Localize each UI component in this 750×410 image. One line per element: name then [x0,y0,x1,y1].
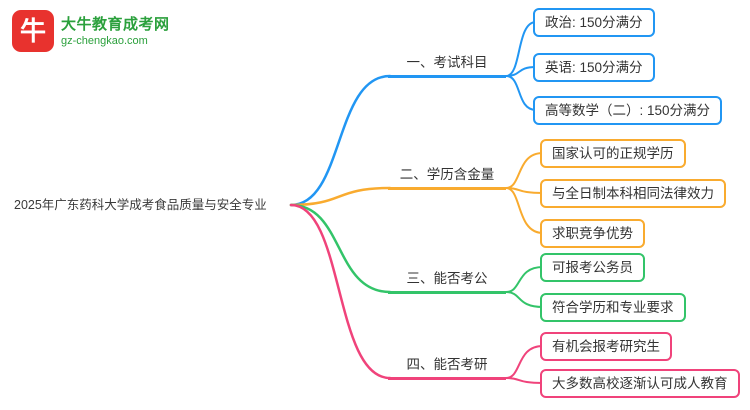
connector-branch2-leaf2 [505,187,544,194]
bull-icon-glyph: 牛 [19,16,46,46]
branch-label-postgraduate: 四、能否考研 [388,355,506,380]
leaf-civil-service-eligible: 可报考公务员 [540,253,645,282]
connector-branch1-leaf1 [505,21,537,77]
site-name: 大牛教育成考网 [61,15,170,33]
root-topic: 2025年广东药科大学成考食品质量与安全专业 [14,198,267,212]
connector-branch2-leaf1 [505,152,544,189]
site-logo-text: 大牛教育成考网 gz-chengkao.com [61,15,170,48]
connector-branch4-leaf1 [505,345,544,379]
leaf-adult-edu-recognition: 大多数高校逐渐认可成人教育 [540,369,740,398]
leaf-math-score: 高等数学（二）: 150分满分 [533,96,723,125]
site-logo: 牛 大牛教育成考网 gz-chengkao.com [12,10,170,52]
connector-root-branch4 [289,203,392,380]
connector-branch1-leaf2 [505,66,537,77]
leaf-postgraduate-chance: 有机会报考研究生 [540,332,672,361]
connector-branch3-leaf2 [505,291,544,308]
connector-branch1-leaf3 [505,75,537,111]
leaf-job-advantage: 求职竞争优势 [540,219,645,248]
connector-root-branch2 [289,186,392,207]
connector-branch2-leaf3 [505,187,544,234]
connector-branch4-leaf2 [505,377,544,384]
site-url: gz-chengkao.com [61,34,148,47]
leaf-state-recognized: 国家认可的正规学历 [540,139,686,168]
connector-root-branch3 [289,203,392,294]
branch-label-exam-subjects: 一、考试科目 [388,53,506,78]
branch-label-degree-value: 二、学历含金量 [388,165,506,190]
connector-branch3-leaf1 [505,266,544,293]
leaf-politics-score: 政治: 150分满分 [533,8,655,37]
bull-logo-icon: 牛 [12,10,54,52]
branch-label-civil-service: 三、能否考公 [388,269,506,294]
leaf-meet-requirements: 符合学历和专业要求 [540,293,686,322]
leaf-legal-equivalence: 与全日制本科相同法律效力 [540,179,726,208]
leaf-english-score: 英语: 150分满分 [533,53,655,82]
connector-root-branch1 [289,74,392,207]
